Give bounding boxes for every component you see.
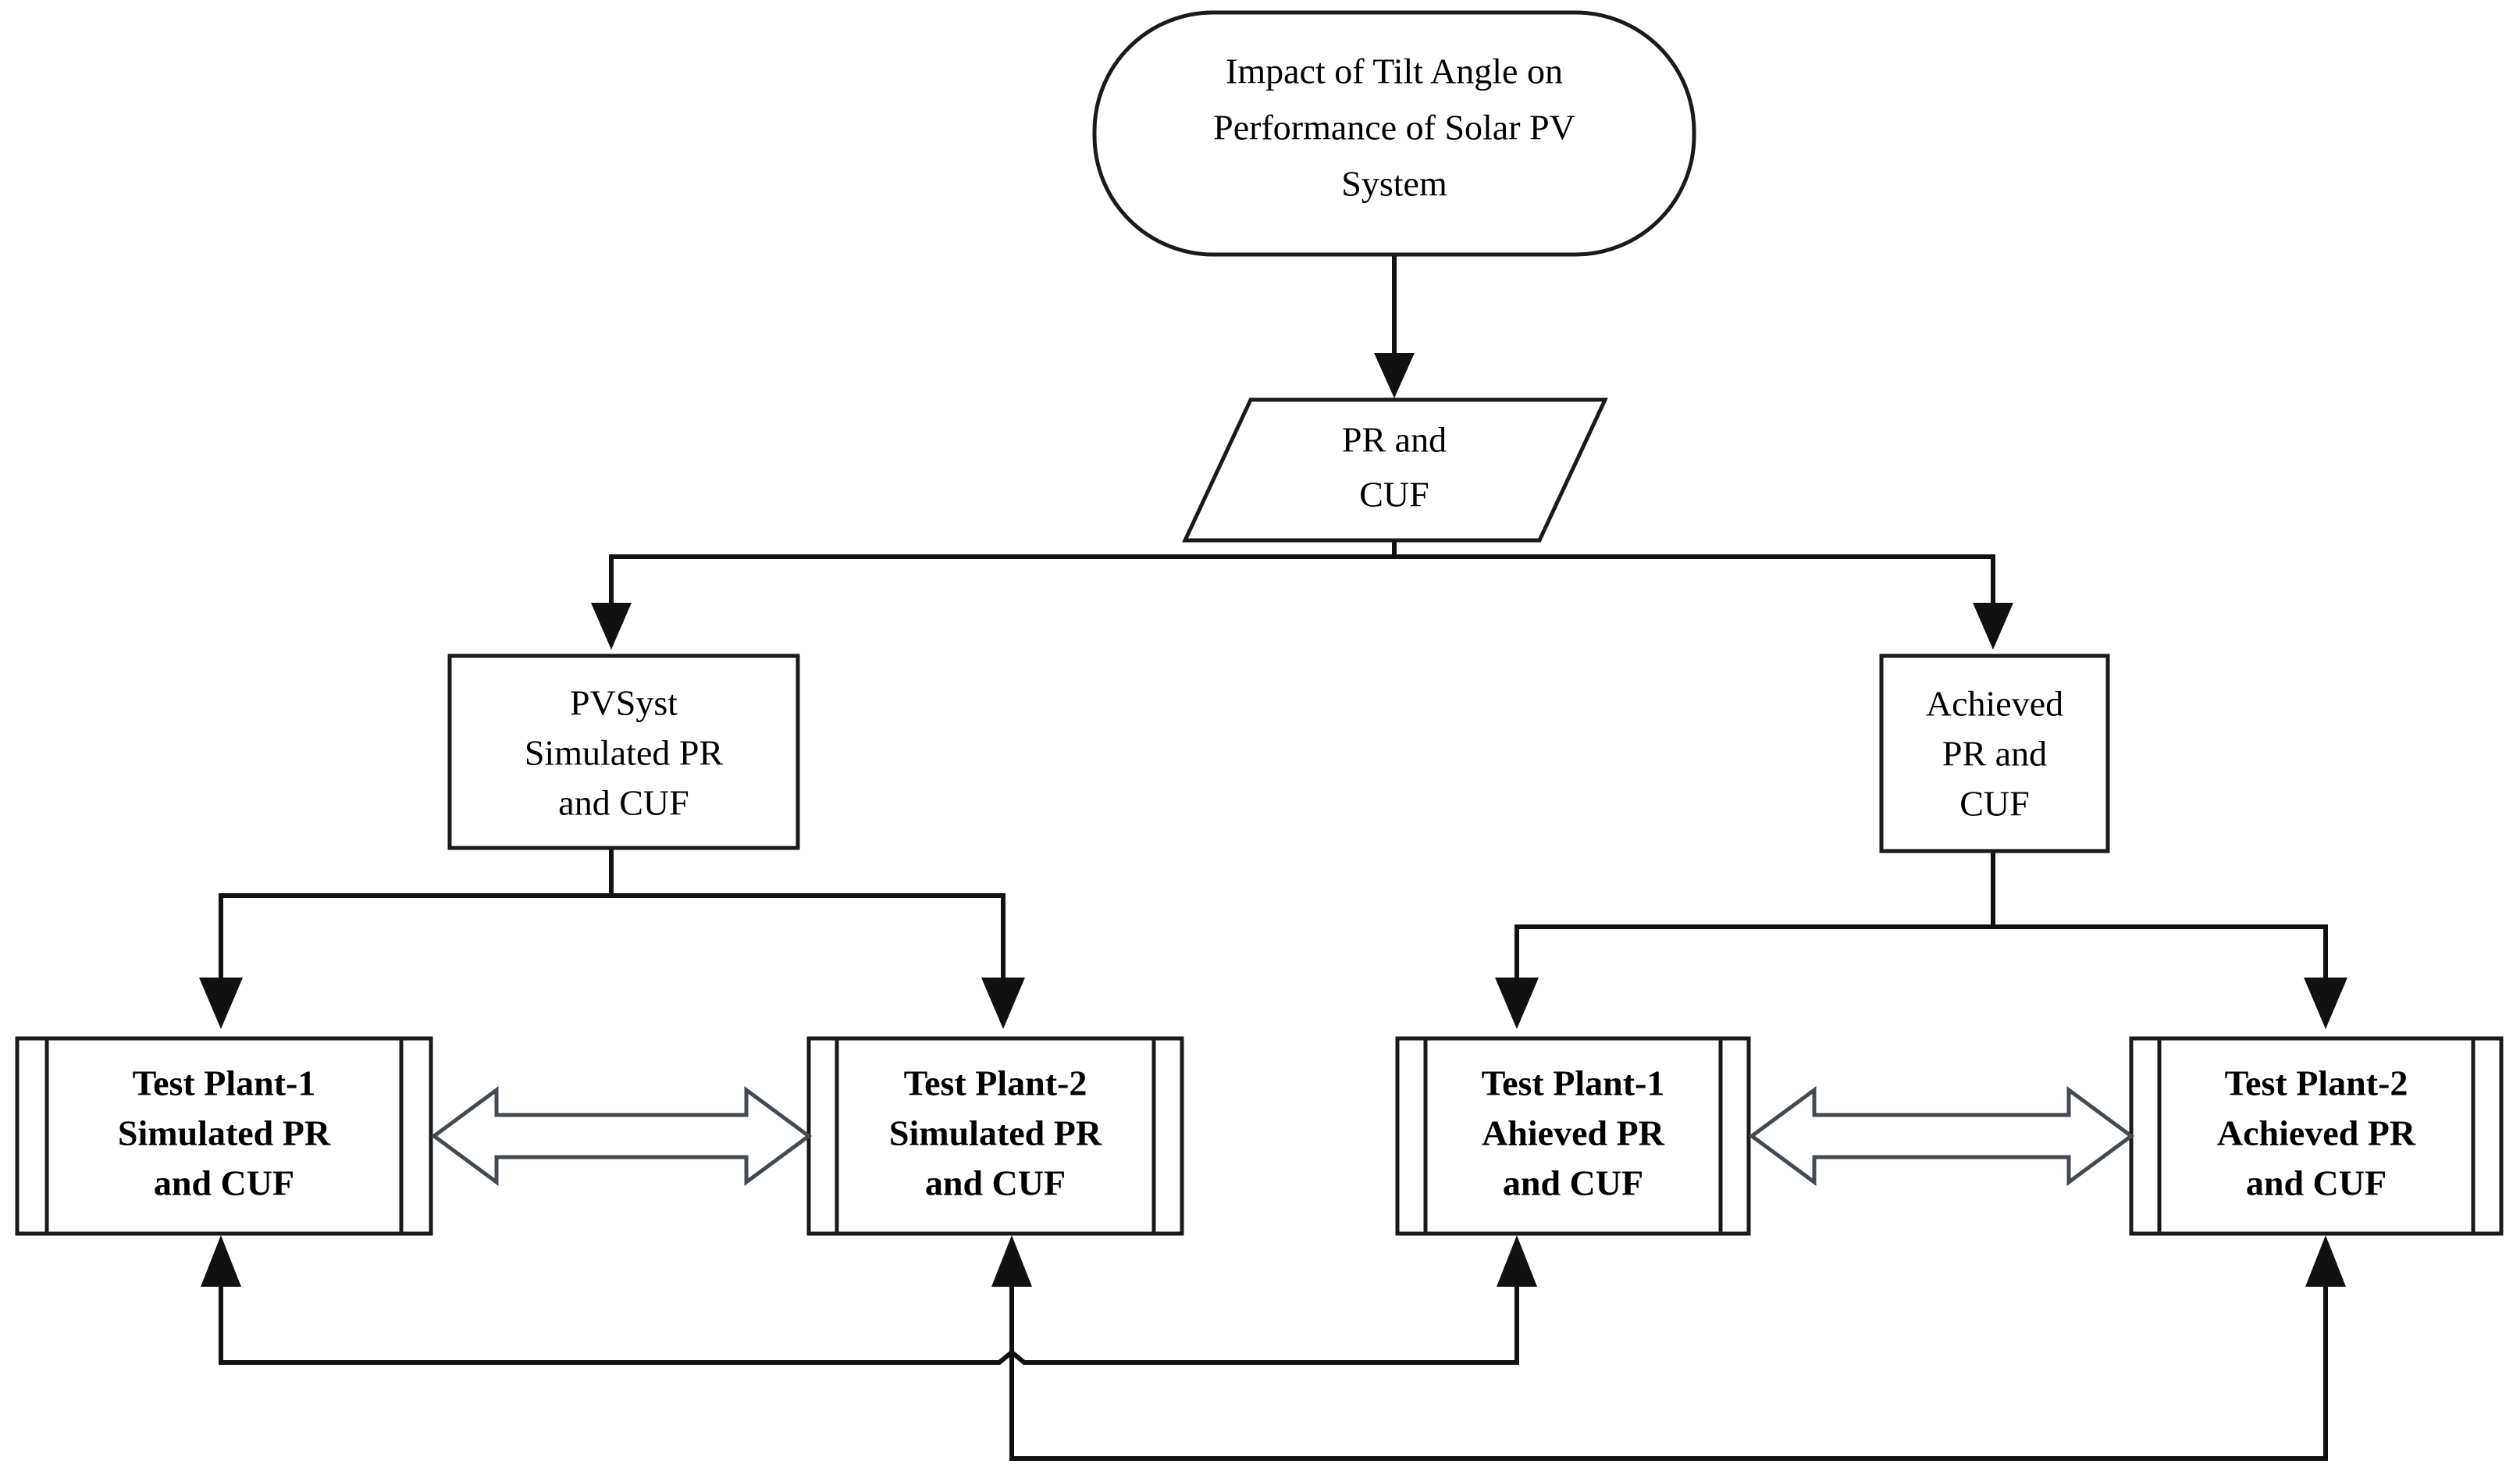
node-metric[interactable]: PR and CUF: [1182, 397, 1608, 543]
arrowhead-feedback-lower-left: [991, 1235, 1032, 1287]
simulated-label-line-3: and CUF: [558, 783, 689, 823]
plant2-simulated-label-line-1: Test Plant-2: [904, 1063, 1087, 1103]
root-label-line-3: System: [1341, 164, 1447, 204]
connector-achieved-split-bar: [1495, 851, 2347, 1029]
plant2-achieved-label-line-1: Test Plant-2: [2225, 1063, 2408, 1103]
node-plant2-simulated[interactable]: Test Plant-2 Simulated PR and CUF: [806, 1036, 1184, 1236]
plant1-simulated-shape: [15, 1036, 433, 1236]
plant2-simulated-label-line-3: and CUF: [925, 1163, 1066, 1203]
plant2-achieved-label-line-2: Achieved PR: [2217, 1113, 2416, 1153]
arrowhead-to-achieved: [1973, 603, 2013, 650]
plant1-simulated-label-line-1: Test Plant-1: [133, 1063, 316, 1103]
arrowhead-feedback-upper-left: [201, 1235, 241, 1287]
plant1-achieved-shape: [1395, 1036, 1751, 1236]
connector-root-to-metric: [1374, 255, 1415, 398]
plant1-achieved-label-line-2: Ahieved PR: [1482, 1113, 1665, 1153]
node-root[interactable]: Impact of Tilt Angle on Performance of S…: [1092, 10, 1696, 257]
connector-simulated-split-bar: [199, 848, 1025, 1029]
simulated-label-line-2: Simulated PR: [525, 733, 724, 773]
root-label-line-2: Performance of Solar PV: [1213, 108, 1575, 148]
connector-feedback-lower: [991, 1235, 2346, 1461]
plant2-achieved-label-line-3: and CUF: [2246, 1163, 2387, 1203]
achieved-label-line-2: PR and: [1942, 734, 2047, 774]
node-plant1-simulated[interactable]: Test Plant-1 Simulated PR and CUF: [15, 1036, 433, 1236]
metric-label-line-1: PR and: [1342, 420, 1447, 460]
arrowhead-to-plant2-simulated: [981, 978, 1025, 1029]
node-plant2-achieved[interactable]: Test Plant-2 Achieved PR and CUF: [2129, 1036, 2504, 1236]
plant1-achieved-label-line-1: Test Plant-1: [1482, 1063, 1665, 1103]
achieved-shape: [1879, 654, 2110, 853]
block-double-arrow-simulated-pair[interactable]: [430, 1086, 813, 1186]
plant2-simulated-shape: [806, 1036, 1184, 1236]
metric-label-line-2: CUF: [1359, 475, 1429, 515]
connector-metric-split-bar: [591, 540, 2013, 650]
arrowhead-to-plant2-achieved: [2304, 978, 2347, 1029]
achieved-label-line-1: Achieved: [1926, 684, 2063, 724]
metric-shape: [1182, 397, 1608, 543]
arrowhead-to-plant1-simulated: [199, 978, 243, 1029]
root-label-line-1: Impact of Tilt Angle on: [1226, 52, 1563, 91]
arrowhead-to-plant1-achieved: [1495, 978, 1539, 1029]
connector-feedback-upper: [201, 1235, 1537, 1365]
plant2-simulated-label-line-2: Simulated PR: [889, 1113, 1102, 1153]
plant2-achieved-shape: [2129, 1036, 2504, 1236]
simulated-label-line-1: PVSyst: [570, 683, 678, 723]
root-shape: [1092, 10, 1696, 257]
block-double-arrow-achieved-pair[interactable]: [1748, 1086, 2135, 1186]
plant1-achieved-label-line-3: and CUF: [1503, 1163, 1643, 1203]
node-achieved[interactable]: Achieved PR and CUF: [1879, 654, 2110, 853]
node-simulated[interactable]: PVSyst Simulated PR and CUF: [447, 654, 800, 850]
block-double-arrow-achieved-shape: [1748, 1086, 2135, 1186]
plant1-simulated-label-line-2: Simulated PR: [118, 1113, 331, 1153]
arrowhead-feedback-lower-right: [2305, 1235, 2346, 1287]
simulated-shape: [447, 654, 800, 850]
plant1-simulated-label-line-3: and CUF: [154, 1163, 294, 1203]
block-double-arrow-simulated-shape: [430, 1086, 813, 1186]
node-plant1-achieved[interactable]: Test Plant-1 Ahieved PR and CUF: [1395, 1036, 1751, 1236]
arrowhead-feedback-upper-right: [1497, 1235, 1537, 1287]
achieved-label-line-3: CUF: [1959, 784, 2029, 824]
arrowhead-to-simulated: [591, 603, 632, 650]
